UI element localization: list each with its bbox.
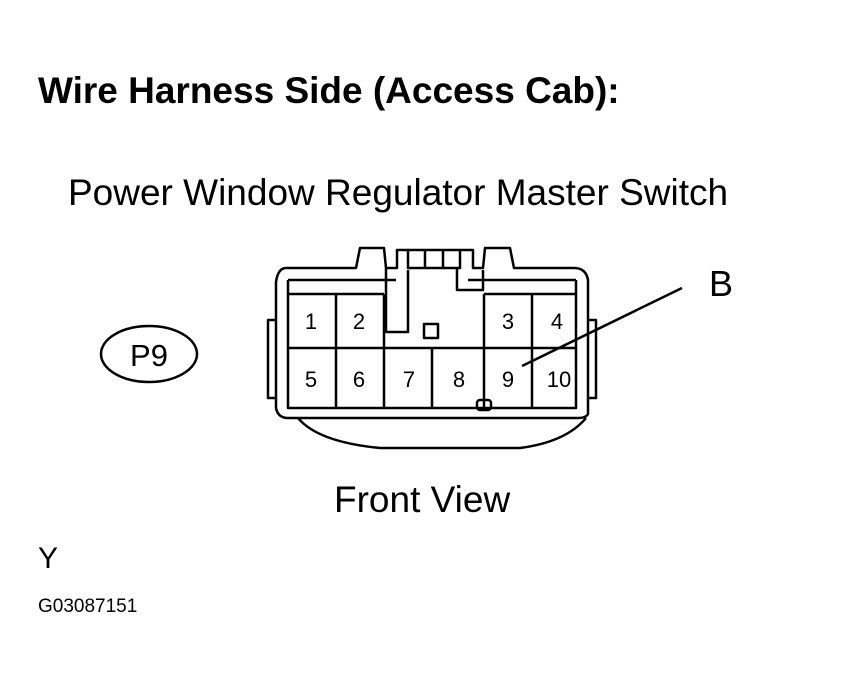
component-name: Power Window Regulator Master Switch	[68, 172, 729, 213]
connector-code-oval	[99, 324, 199, 384]
terminal-8: 8	[453, 367, 465, 392]
terminal-callout: B	[709, 263, 733, 304]
bottom-key-mark	[475, 398, 493, 412]
terminal-7: 7	[403, 367, 415, 392]
terminal-5: 5	[305, 367, 317, 392]
view-label: Front View	[334, 479, 511, 520]
terminal-grid	[288, 292, 576, 408]
connector-bottom-shroud	[297, 417, 587, 450]
lock-tab	[406, 250, 462, 270]
key-notch-right	[455, 268, 485, 292]
wire-color-code: Y	[38, 542, 59, 575]
terminal-10: 10	[547, 367, 571, 392]
terminal-1: 1	[305, 309, 317, 334]
terminal-3: 3	[502, 309, 514, 334]
connector-code: P9	[130, 338, 168, 373]
terminal-4: 4	[551, 309, 563, 334]
right-latch-rib	[588, 318, 598, 400]
diagram-heading: Wire Harness Side (Access Cab):	[38, 70, 620, 111]
figure-code: G03087151	[38, 596, 138, 617]
terminal-2: 2	[353, 309, 365, 334]
connector-housing	[274, 246, 590, 420]
terminal-gap-mark	[422, 322, 440, 340]
terminal-9: 9	[502, 367, 514, 392]
callout-leader-line	[521, 286, 683, 368]
terminal-6: 6	[353, 367, 365, 392]
key-slot-left	[384, 268, 410, 334]
left-latch-rib	[266, 318, 276, 400]
